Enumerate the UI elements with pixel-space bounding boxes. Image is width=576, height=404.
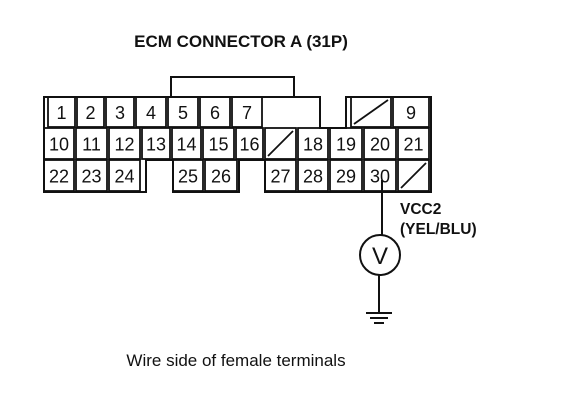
terminal-number: 7	[242, 103, 252, 123]
terminal-cell: 23	[75, 159, 108, 192]
terminal-cell: 10	[43, 127, 75, 160]
terminal-cell: 5	[167, 96, 199, 128]
terminal-cell: 22	[43, 159, 75, 192]
terminal-number: 1	[56, 103, 66, 123]
terminal-cell: 13	[141, 127, 171, 160]
blank-cavity	[264, 127, 297, 160]
terminal-cell: 25	[172, 159, 204, 192]
wire-color-label: (YEL/BLU)	[400, 221, 477, 238]
terminal-number: 29	[336, 167, 356, 187]
terminal-cell: 30	[363, 159, 397, 192]
blank-cavity	[397, 159, 430, 192]
terminal-cell: 24	[108, 159, 141, 192]
terminal-number: 9	[406, 103, 416, 123]
terminal-number: 22	[49, 167, 69, 187]
terminal-cell: 27	[264, 159, 297, 192]
terminal-cell: 14	[171, 127, 202, 160]
terminal-number: 23	[81, 167, 101, 187]
diagram-caption: Wire side of female terminals	[126, 351, 345, 370]
terminal-cell: 18	[297, 127, 329, 160]
terminal-number: 16	[239, 135, 259, 155]
terminal-cell: 9	[392, 96, 430, 128]
terminal-number: 28	[303, 167, 323, 187]
terminal-number: 14	[176, 135, 196, 155]
terminal-number: 3	[115, 103, 125, 123]
terminal-number: 18	[303, 135, 323, 155]
terminal-cell: 21	[397, 127, 430, 160]
terminal-number: 2	[85, 103, 95, 123]
terminal-number: 21	[403, 135, 423, 155]
terminal-cell: 4	[135, 96, 167, 128]
terminal-number: 5	[178, 103, 188, 123]
voltmeter-icon: V	[359, 234, 401, 276]
terminal-number: 19	[336, 135, 356, 155]
terminal-cell: 19	[329, 127, 363, 160]
terminal-cell: 7	[231, 96, 263, 128]
terminal-number: 13	[146, 135, 166, 155]
terminal-number: 26	[211, 167, 231, 187]
terminal-number: 10	[49, 135, 69, 155]
terminal-cell: 26	[204, 159, 238, 192]
terminal-cell: 11	[75, 127, 108, 160]
terminal-cell: 6	[199, 96, 231, 128]
terminal-cell: 3	[105, 96, 135, 128]
terminal-cell: 29	[329, 159, 363, 192]
terminal-number: 4	[146, 103, 156, 123]
wire-signal-label: VCC2	[400, 201, 441, 218]
terminal-number: 20	[370, 135, 390, 155]
terminal-number: 6	[210, 103, 220, 123]
terminal-cell: 12	[108, 127, 141, 160]
terminal-number: 15	[208, 135, 228, 155]
terminal-cell: 28	[297, 159, 329, 192]
terminal-number: 11	[82, 135, 101, 155]
terminal-number: 30	[370, 167, 390, 187]
terminal-cell: 15	[202, 127, 235, 160]
terminal-number: 12	[114, 135, 134, 155]
terminal-number: 27	[270, 167, 290, 187]
blank-cavity	[350, 96, 392, 128]
terminal-cell: 1	[47, 96, 76, 128]
terminal-number: 25	[178, 167, 198, 187]
voltmeter-symbol: V	[372, 243, 388, 270]
diagram-title: ECM CONNECTOR A (31P)	[134, 32, 348, 51]
ground-icon	[366, 312, 392, 324]
terminal-number: 24	[114, 167, 134, 187]
terminal-cell: 2	[76, 96, 105, 128]
terminal-cell: 20	[363, 127, 397, 160]
terminal-cell: 16	[235, 127, 264, 160]
